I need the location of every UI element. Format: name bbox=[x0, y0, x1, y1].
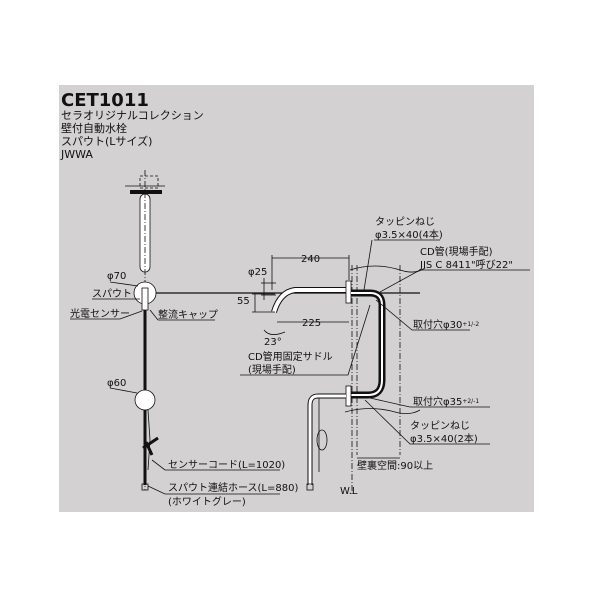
spout-size: スパウト(Lサイズ) bbox=[61, 134, 152, 148]
label-spout: スパウト bbox=[92, 288, 132, 300]
label-cd-pipe: CD管(現場手配) bbox=[420, 245, 493, 258]
label-aerator-cap: 整流キャップ bbox=[158, 308, 218, 321]
label-tapping-screw-bottom: タッピンねじ bbox=[410, 420, 470, 432]
dim-phi25: φ25 bbox=[248, 267, 267, 278]
dim-225: 225 bbox=[302, 318, 321, 329]
model-number: CET1011 bbox=[61, 90, 149, 111]
label-sensor-cord: センサーコード(L=1020) bbox=[168, 459, 285, 471]
label-phi60: φ60 bbox=[107, 378, 126, 389]
dim-240: 240 bbox=[301, 254, 320, 265]
label-wall-line: W.L bbox=[340, 486, 358, 497]
label-phi70: φ70 bbox=[107, 271, 126, 282]
label-screw-spec-top: φ3.5×40(4本) bbox=[375, 228, 443, 241]
label-screw-spec-bottom: φ3.5×40(2本) bbox=[410, 432, 478, 445]
label-hole-phi35: 取付穴φ35+2/-1 bbox=[413, 395, 479, 408]
label-hole-phi30: 取付穴φ30+1/-2 bbox=[413, 318, 479, 331]
label-tapping-screw-top: タッピンねじ bbox=[375, 216, 435, 228]
label-cd-saddle-supply: (現場手配) bbox=[248, 363, 296, 376]
label-wall-space: 壁裏空間:90以上 bbox=[357, 459, 433, 472]
dim-angle-23: 23° bbox=[264, 337, 282, 348]
label-cd-saddle: CD管用固定サドル bbox=[248, 350, 333, 363]
label-connecting-hose: スパウト連結ホース(L=880) bbox=[168, 481, 298, 494]
collection-name: セラオリジナルコレクション bbox=[61, 109, 204, 122]
tolerance-phi35: +2/-1 bbox=[462, 398, 479, 405]
product-type: 壁付自動水栓 bbox=[61, 121, 127, 135]
tolerance-phi30: +1/-2 bbox=[462, 321, 479, 328]
label-cd-pipe-standard: JIS C 8411"呼び22" bbox=[419, 259, 513, 271]
front-view-drawing bbox=[70, 170, 420, 495]
label-photo-sensor: 光電センサー bbox=[70, 307, 130, 320]
dim-55: 55 bbox=[237, 296, 250, 307]
side-view-drawing bbox=[240, 239, 530, 495]
certification: JWWA bbox=[60, 148, 93, 161]
label-hose-color: (ホワイトグレー) bbox=[168, 495, 246, 508]
